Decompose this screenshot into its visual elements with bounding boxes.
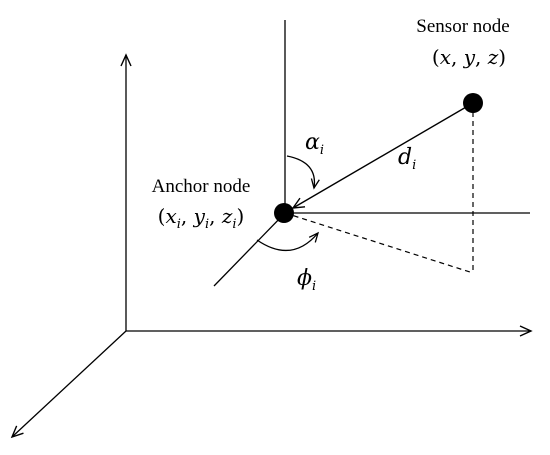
sensor-node-coordinates: (x, y, z) [432, 45, 506, 69]
phi-angle-arc [256, 231, 320, 252]
local-depth-axis [213, 212, 286, 287]
phi-label: ϕi [297, 266, 316, 294]
anchor-node-coordinates: (xi, yi, zi) [158, 204, 245, 232]
anchor-node-dot [274, 203, 294, 223]
projection-lines [284, 103, 474, 274]
global-y-axis [10, 330, 127, 439]
anchor-node-label: Anchor node [152, 176, 251, 197]
ground-projection [284, 212, 474, 274]
alpha-angle-arc [286, 155, 320, 190]
global-axes [10, 53, 533, 439]
local-axes [213, 20, 530, 287]
sensor-node-label: Sensor node [416, 16, 509, 37]
sensor-node-dot [463, 93, 483, 113]
alpha-label: αi [305, 130, 324, 158]
distance-label: di [398, 145, 416, 173]
distance-vector [291, 102, 474, 209]
